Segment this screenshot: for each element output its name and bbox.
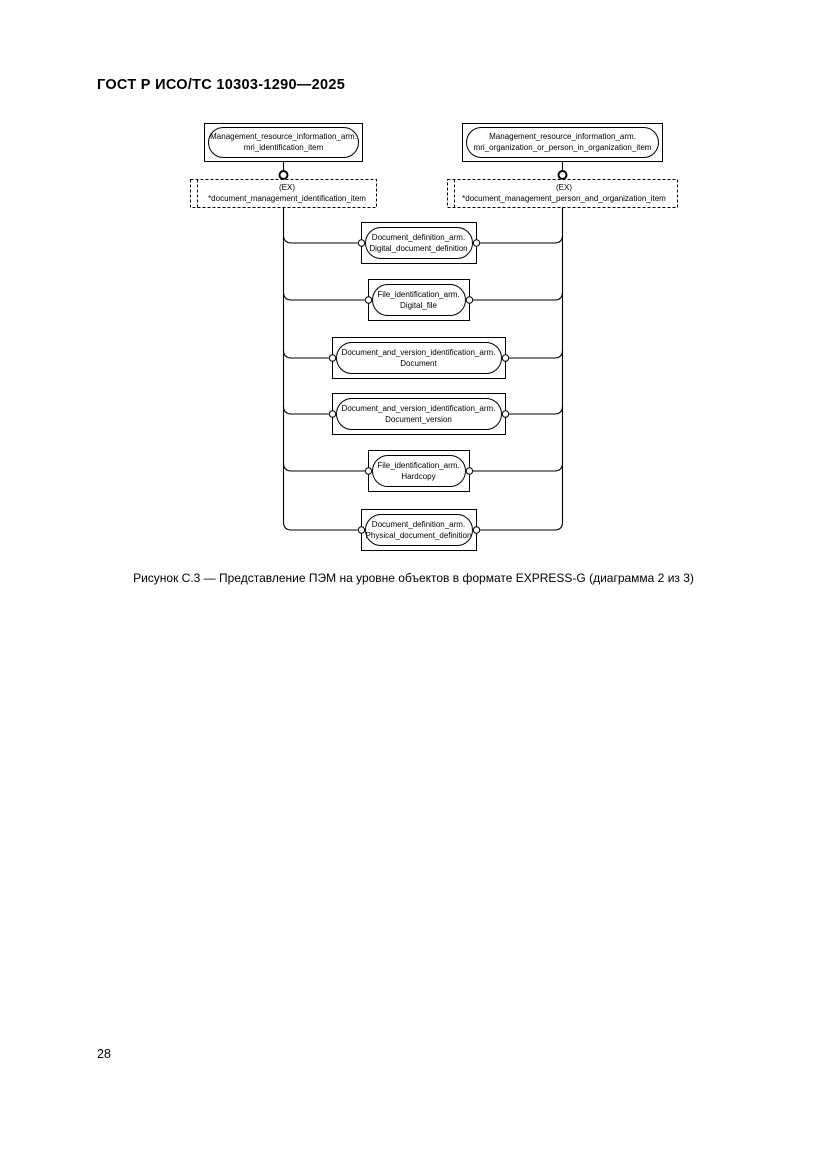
entity-stadium [372, 455, 466, 487]
entity-label-line1: Management_resource_information_arm. [489, 132, 636, 141]
entity-digital-file: File_identification_arm. Digital_file [364, 279, 474, 321]
select-ref-rect [190, 179, 377, 208]
connector-circle-left [278, 170, 289, 180]
entity-label-line1: File_identification_arm. [377, 461, 459, 470]
select-ref-rect [447, 179, 678, 208]
page-ref-circle-left [328, 354, 337, 362]
wire-left-branch-4 [282, 405, 329, 415]
wire-left-branch-5 [282, 462, 365, 472]
page-ref-circle-left [357, 526, 366, 534]
page-ref-circle-left [364, 296, 373, 304]
document-header: ГОСТ Р ИСО/ТС 10303-1290—2025 [97, 77, 346, 93]
page-ref-circle-right [472, 239, 481, 247]
entity-physical-document-definition: Document_definition_arm. Physical_docume… [357, 509, 481, 551]
wire-left-branch-3 [282, 349, 329, 359]
entity-stadium [208, 127, 359, 158]
entity-label-line2: mri_identification_item [244, 143, 324, 152]
page-ref-circle-left [328, 410, 337, 418]
select-ref-person-and-organization-item: (EX) *document_management_person_and_org… [447, 179, 678, 208]
connector-wires [282, 162, 564, 531]
page-ref-circle-right [465, 296, 474, 304]
page-number: 28 [97, 1047, 111, 1061]
entity-label-line1: Document_definition_arm. [372, 233, 465, 242]
select-ref-line1: (EX) [279, 183, 295, 192]
wire-right-branch-2 [472, 291, 564, 301]
entity-label-line1: Document_and_version_identification_arm. [342, 348, 496, 357]
page-ref-circle-left [364, 467, 373, 475]
page-ref-circle-right [501, 410, 510, 418]
entity-label-line1: Document_and_version_identification_arm. [342, 404, 496, 413]
entity-label-line2: Document_version [385, 415, 452, 424]
entity-label-line2: Digital_document_definition [369, 244, 467, 253]
entity-stadium [372, 284, 466, 316]
express-g-diagram: Management_resource_information_arm. mri… [190, 123, 678, 551]
entity-stadium [336, 398, 502, 430]
wire-left-trunk [282, 207, 358, 531]
wire-right-branch-4 [508, 405, 564, 415]
entity-label-line1: Document_definition_arm. [372, 520, 465, 529]
entity-stadium [466, 127, 659, 158]
select-ref-line2: *document_management_person_and_organiza… [462, 194, 666, 203]
figure-caption: Рисунок С.3 — Представление ПЭМ на уровн… [133, 571, 694, 585]
entity-label-line2: Hardcopy [401, 472, 435, 481]
entity-stadium [365, 227, 473, 259]
wire-left-branch-2 [282, 291, 365, 301]
entity-mri-organization-or-person: Management_resource_information_arm. mri… [462, 123, 663, 162]
page-ref-circle-left [357, 239, 366, 247]
entity-document: Document_and_version_identification_arm.… [328, 337, 510, 379]
wire-right-branch-1 [479, 234, 564, 244]
select-ref-line2: *document_management_identification_item [208, 194, 366, 203]
wire-right-branch-3 [508, 349, 564, 359]
entity-stadium [365, 514, 473, 546]
select-ref-identification-item: (EX) *document_management_identification… [190, 179, 377, 208]
entity-hardcopy: File_identification_arm. Hardcopy [364, 450, 474, 492]
entity-label-line1: File_identification_arm. [377, 290, 459, 299]
entity-label-line2: Digital_file [400, 301, 437, 310]
page-ref-circle-right [501, 354, 510, 362]
entity-label-line2: Physical_document_definition [366, 531, 472, 540]
connector-circle-right [557, 170, 568, 180]
wire-right-branch-5 [472, 462, 564, 472]
entity-label-line1: Management_resource_information_arm. [210, 132, 357, 141]
entity-stadium [336, 342, 502, 374]
entity-label-line2: Document [400, 359, 437, 368]
wire-right-trunk [479, 207, 564, 531]
entity-label-line2: mri_organization_or_person_in_organizati… [474, 143, 652, 152]
page-ref-circle-right [472, 526, 481, 534]
wire-left-branch-1 [282, 234, 358, 244]
entity-document-version: Document_and_version_identification_arm.… [328, 393, 510, 435]
entity-mri-identification-item: Management_resource_information_arm. mri… [204, 123, 363, 162]
select-ref-line1: (EX) [556, 183, 572, 192]
page-ref-circle-right [465, 467, 474, 475]
entity-digital-document-definition: Document_definition_arm. Digital_documen… [357, 222, 481, 264]
